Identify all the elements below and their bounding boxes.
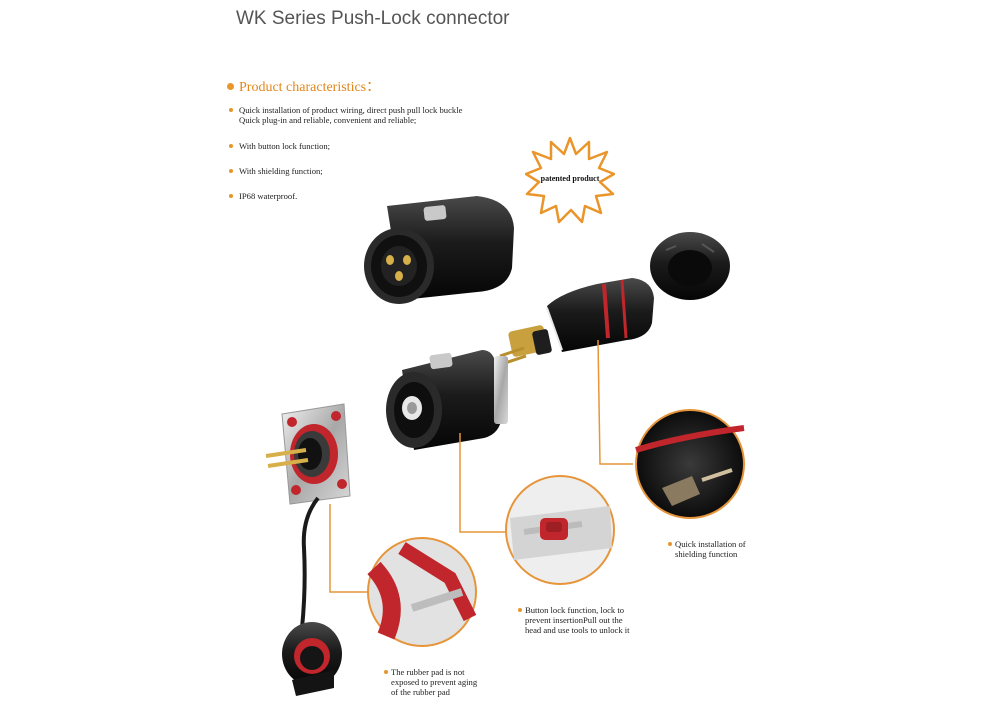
bullet-dot-icon [229, 108, 233, 112]
patented-badge: patented product [524, 136, 616, 224]
callout-text: of the rubber pad [391, 687, 450, 697]
feature-list: Quick installation of product wiring, di… [229, 105, 529, 201]
zoom-rubber-pad [367, 537, 477, 647]
feature-item: Quick installation of product wiring, di… [229, 105, 529, 125]
callout-text: prevent insertionPull out the [525, 615, 623, 625]
callout-shielding: Quick installation of shielding function [668, 539, 746, 559]
callout-rubber-pad: The rubber pad is not exposed to prevent… [384, 667, 477, 697]
callout-text: shielding function [675, 549, 738, 559]
bullet-dot-icon [229, 144, 233, 148]
bullet-dot-icon [384, 670, 388, 674]
feature-text: IP68 waterproof. [239, 191, 298, 201]
zoom-button-lock [505, 475, 615, 585]
shield-housing [546, 278, 654, 352]
feature-item: With button lock function; [229, 141, 529, 151]
section-heading: Product characteristics： [227, 76, 380, 96]
badge-text: patented product [540, 174, 600, 183]
feature-text: With button lock function; [239, 141, 331, 151]
back-nut [650, 232, 730, 300]
callout-text: Quick installation of [675, 539, 746, 549]
connector-illustration [265, 196, 745, 696]
plug-head [386, 350, 508, 450]
bullet-dot-icon [227, 82, 234, 90]
callout-text: Button lock function, lock to [525, 605, 625, 615]
assembled-plug [364, 196, 514, 304]
zoom-shield [635, 409, 745, 519]
feature-text: With shielding function; [239, 166, 323, 176]
bullet-dot-icon [518, 608, 522, 612]
page-title: WK Series Push-Lock connector [236, 8, 510, 29]
section-heading-text: Product characteristics： [239, 80, 381, 95]
bullet-dot-icon [229, 194, 233, 198]
callout-button-lock: Button lock function, lock to prevent in… [518, 605, 630, 635]
feature-text: Quick installation of product wiring, di… [239, 105, 463, 115]
feature-item: With shielding function; [229, 166, 529, 176]
callout-text: head and use tools to unlock it [525, 625, 630, 635]
bullet-dot-icon [229, 169, 233, 173]
callout-text: exposed to prevent aging [391, 677, 478, 687]
callout-text: The rubber pad is not [391, 667, 465, 677]
feature-text: Quick plug-in and reliable, convenient a… [239, 115, 417, 125]
bullet-dot-icon [668, 542, 672, 546]
starburst-icon [524, 136, 616, 224]
panel-socket [265, 403, 351, 696]
feature-item: IP68 waterproof. [229, 191, 529, 201]
pin-insert [499, 325, 552, 366]
